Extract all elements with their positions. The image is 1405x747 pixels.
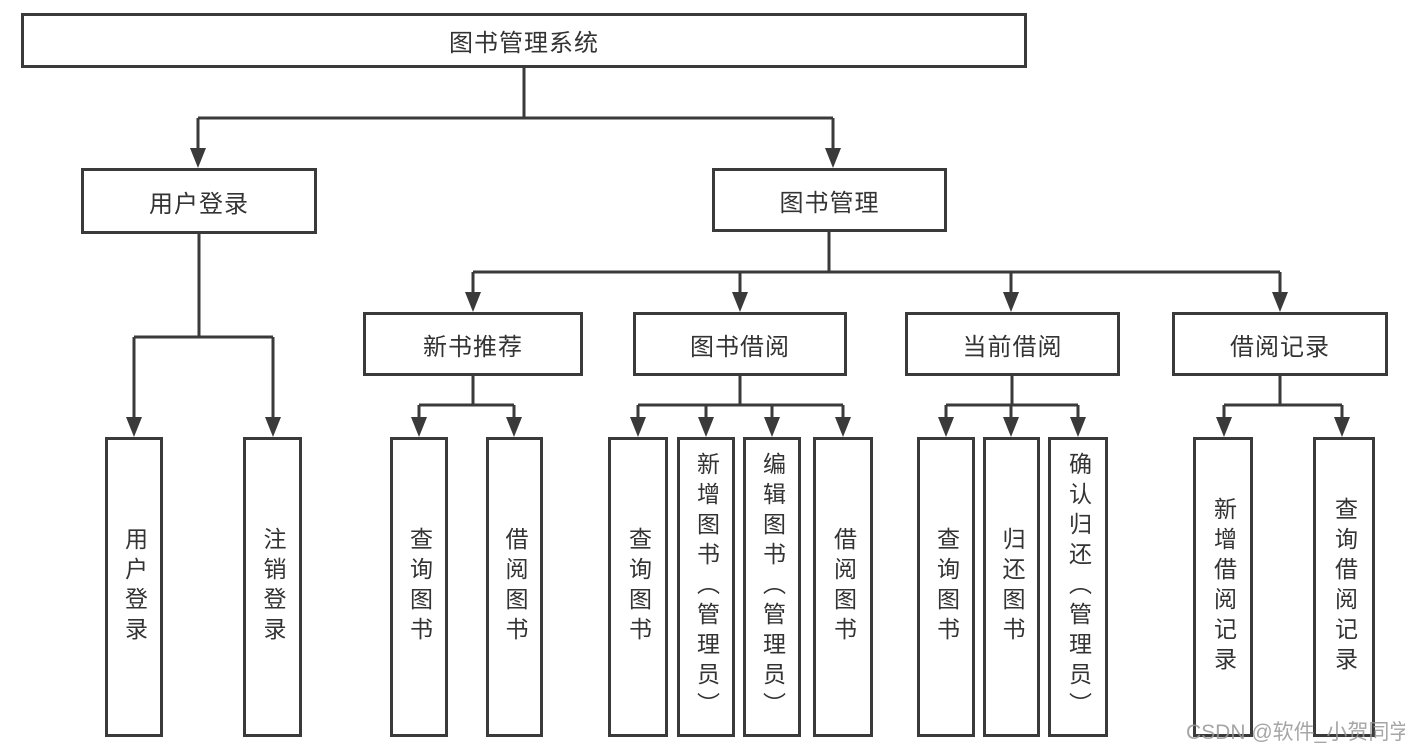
- leaf-borrow-query-books: 查询图书: [608, 437, 668, 737]
- leaf-borrow-add-books-admin-label: 新增图书（管理员）: [693, 452, 720, 722]
- leaf-recommend-query-books-label: 查询图书: [406, 527, 433, 647]
- node-new-book-recommendation-label: 新书推荐: [423, 333, 523, 361]
- arrowheads-level2: [190, 148, 841, 168]
- arrowheads-userlogin-leaves: [126, 417, 281, 437]
- connector-bookmgmt-to-level3: [471, 232, 1282, 294]
- node-book-borrowing: 图书借阅: [633, 312, 847, 376]
- connector-root-to-level2: [196, 68, 835, 150]
- leaf-borrow-query-books-label: 查询图书: [625, 527, 652, 647]
- arrowheads-records-leaves: [1216, 417, 1350, 437]
- node-root-library-management-system: 图书管理系统: [21, 13, 1027, 68]
- connector-userlogin-to-leaves: [132, 234, 275, 419]
- arrowheads-bookborrow-leaves: [630, 417, 851, 437]
- leaf-user-login: 用户登录: [105, 437, 163, 737]
- node-user-login: 用户登录: [81, 168, 317, 234]
- csdn-watermark: CSDN @软件_小贺同学: [1186, 721, 1405, 744]
- node-borrowing-records: 借阅记录: [1172, 312, 1388, 376]
- node-borrowing-records-label: 借阅记录: [1230, 333, 1330, 361]
- leaf-recommend-borrow-books-label: 借阅图书: [502, 527, 528, 647]
- leaf-current-confirm-return-admin: 确认归还（管理员）: [1048, 437, 1108, 737]
- leaf-current-confirm-return-admin-label: 确认归还（管理员）: [1065, 452, 1092, 722]
- leaf-logout-label: 注销登录: [260, 527, 286, 647]
- leaf-user-login-label: 用户登录: [121, 527, 148, 647]
- leaf-borrow-edit-books-admin: 编辑图书（管理员）: [743, 437, 801, 737]
- node-current-borrowing: 当前借阅: [905, 312, 1120, 376]
- connector-records-to-leaves: [1222, 376, 1344, 419]
- node-root-label: 图书管理系统: [449, 30, 599, 57]
- leaf-records-query-record: 查询借阅记录: [1313, 437, 1375, 737]
- leaf-current-query-books-label: 查询图书: [933, 527, 960, 647]
- leaf-borrow-borrow-books-label: 借阅图书: [830, 527, 857, 647]
- leaf-borrow-edit-books-admin-label: 编辑图书（管理员）: [759, 452, 786, 722]
- connector-recommend-to-leaves: [417, 376, 516, 419]
- leaf-current-query-books: 查询图书: [917, 437, 975, 737]
- leaf-logout: 注销登录: [243, 437, 302, 737]
- leaf-current-return-books-label: 归还图书: [999, 527, 1025, 647]
- leaf-borrow-borrow-books: 借阅图书: [813, 437, 873, 737]
- node-book-management: 图书管理: [712, 168, 947, 232]
- leaf-records-add-record-label: 新增借阅记录: [1210, 497, 1237, 677]
- arrowheads-currentborrow-leaves: [938, 417, 1086, 437]
- leaf-borrow-add-books-admin: 新增图书（管理员）: [677, 437, 735, 737]
- node-book-management-label: 图书管理: [779, 189, 880, 217]
- node-new-book-recommendation: 新书推荐: [363, 312, 583, 376]
- leaf-recommend-borrow-books: 借阅图书: [486, 437, 543, 737]
- connector-currentborrow-to-leaves: [944, 376, 1080, 419]
- arrowheads-level3: [465, 292, 1288, 312]
- node-book-borrowing-label: 图书借阅: [690, 333, 790, 361]
- node-current-borrowing-label: 当前借阅: [962, 333, 1063, 361]
- arrowheads-recommend-leaves: [411, 417, 522, 437]
- leaf-records-add-record: 新增借阅记录: [1193, 437, 1253, 737]
- leaf-records-query-record-label: 查询借阅记录: [1331, 497, 1358, 677]
- leaf-current-return-books: 归还图书: [983, 437, 1040, 737]
- connector-bookborrow-to-leaves: [636, 376, 845, 419]
- node-user-login-label: 用户登录: [149, 190, 249, 218]
- leaf-recommend-query-books: 查询图书: [390, 437, 448, 737]
